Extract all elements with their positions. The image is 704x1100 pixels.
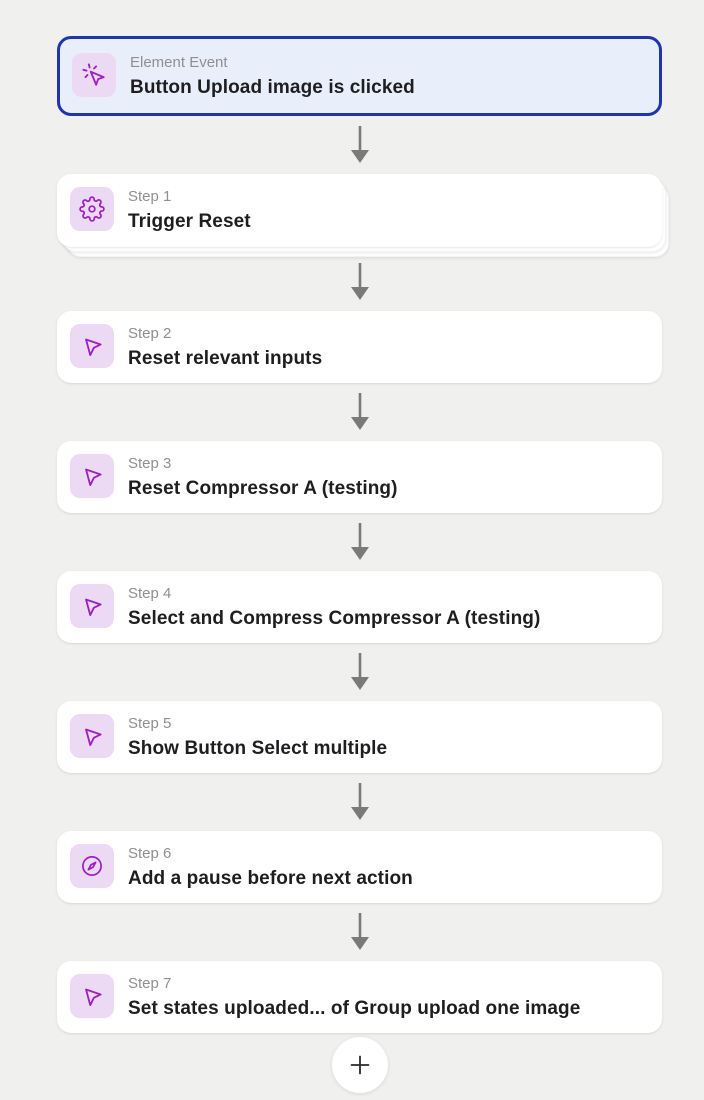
event-type-label: Element Event — [130, 54, 228, 71]
step-2-icon-box — [70, 324, 114, 368]
flow-connector — [57, 116, 662, 174]
down-arrow-icon — [350, 523, 369, 560]
step-title: Select and Compress Compressor A (testin… — [128, 608, 541, 629]
flow-connector — [57, 903, 662, 961]
step-card-1[interactable]: Step 1 Trigger Reset — [57, 174, 662, 247]
plus-icon — [350, 1055, 369, 1075]
step-card-6[interactable]: Step 6 Add a pause before next action — [57, 831, 662, 903]
event-icon-box — [72, 53, 116, 97]
step-title: Show Button Select multiple — [128, 738, 388, 759]
step-7-icon-box — [70, 974, 114, 1018]
compass-icon — [82, 856, 102, 876]
step-label: Step 1 — [128, 188, 172, 205]
event-title: Button Upload image is clicked — [130, 77, 415, 98]
step-card-5[interactable]: Step 5 Show Button Select multiple — [57, 701, 662, 773]
pointer-icon — [85, 598, 102, 617]
step-title: Reset relevant inputs — [128, 348, 323, 369]
pointer-icon — [85, 728, 102, 747]
step-4-icon-box — [70, 584, 114, 628]
step-card-2[interactable]: Step 2 Reset relevant inputs — [57, 311, 662, 383]
step-label: Step 6 — [128, 845, 172, 862]
add-step-button[interactable] — [331, 1037, 388, 1093]
step-5-icon-box — [70, 714, 114, 758]
gear-icon — [79, 196, 105, 222]
step-card-stack: Step 1 Trigger Reset — [57, 174, 669, 257]
step-label: Step 4 — [128, 585, 172, 602]
pointer-icon — [85, 468, 102, 487]
step-title: Add a pause before next action — [128, 868, 413, 889]
flow-connector — [57, 513, 662, 571]
step-3-icon-box — [70, 454, 114, 498]
step-1-icon-box — [70, 187, 114, 231]
step-label: Step 3 — [128, 455, 172, 472]
event-texts: Element Event Button Upload image is cli… — [130, 53, 415, 103]
cursor-click-icon — [82, 63, 105, 86]
step-card-3[interactable]: Step 3 Reset Compressor A (testing) — [57, 441, 662, 513]
down-arrow-icon — [350, 263, 369, 300]
step-card-7[interactable]: Step 7 Set states uploaded... of Group u… — [57, 961, 662, 1033]
down-arrow-icon — [350, 126, 369, 163]
flow-connector — [57, 383, 662, 441]
step-label: Step 7 — [128, 975, 172, 992]
flow-connector — [57, 253, 662, 311]
step-title: Reset Compressor A (testing) — [128, 478, 398, 499]
step-title: Trigger Reset — [128, 211, 251, 232]
flow-connector — [57, 643, 662, 701]
step-card-4[interactable]: Step 4 Select and Compress Compressor A … — [57, 571, 662, 643]
pointer-icon — [85, 338, 102, 357]
step-label: Step 5 — [128, 715, 172, 732]
step-label: Step 2 — [128, 325, 172, 342]
workflow-column: Element Event Button Upload image is cli… — [57, 36, 669, 1097]
down-arrow-icon — [350, 783, 369, 820]
add-button-row — [57, 1037, 662, 1097]
down-arrow-icon — [350, 393, 369, 430]
down-arrow-icon — [350, 653, 369, 690]
down-arrow-icon — [350, 913, 369, 950]
flow-connector — [57, 773, 662, 831]
step-6-icon-box — [70, 844, 114, 888]
event-card[interactable]: Element Event Button Upload image is cli… — [57, 36, 662, 116]
step-title: Set states uploaded... of Group upload o… — [128, 998, 581, 1019]
pointer-icon — [85, 988, 102, 1007]
